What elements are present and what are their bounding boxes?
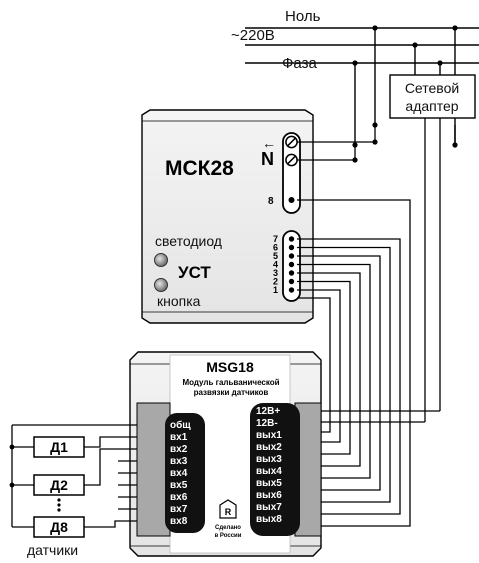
led-label: светодиод (155, 233, 222, 249)
pin-label: 7 (273, 234, 278, 244)
sensor-bus-junctions (9, 444, 15, 488)
input-terminal-labels: общ вх1 вх2 вх3 вх4 вх5 вх6 вх7 вх8 (170, 419, 191, 527)
setup-button-icon (154, 278, 168, 292)
terminal-label-out: вых4 (256, 466, 282, 477)
terminal-label-in: вх8 (170, 516, 188, 527)
pin-label: 6 (273, 243, 278, 253)
n-terminal-label: N (261, 149, 274, 169)
terminal-label-in: вх1 (170, 432, 188, 443)
sensor-boxes (33, 436, 85, 538)
sensor-label: Д8 (50, 519, 68, 535)
pin-label: 5 (273, 251, 278, 261)
power-adapter-box (389, 74, 476, 119)
terminal-label-in: вх3 (170, 456, 188, 467)
n-terminal-block (282, 132, 301, 214)
button-label: кнопка (157, 293, 201, 309)
terminal-label-out: вых1 (256, 430, 282, 441)
sensors-caption: датчики (27, 542, 78, 558)
pin-number-labels: 7 6 5 4 3 2 1 (273, 234, 278, 295)
sensor-d2-box (33, 474, 85, 496)
neutral-label: Ноль (285, 8, 321, 25)
terminal-label-out: вых3 (256, 454, 282, 465)
arrow-icon: ← (262, 135, 276, 151)
pin-label: 2 (273, 277, 278, 287)
terminal-label-common: общ (170, 419, 191, 431)
sensor-label: Д2 (50, 477, 68, 493)
msg18-subtitle-line1: Модуль гальванической (182, 378, 279, 387)
msg18-subtitle-line2: развязки датчиков (194, 388, 269, 397)
phase-label: Фаза (282, 55, 317, 72)
terminal-label-in: вх6 (170, 492, 188, 503)
terminal-label-out: вых8 (256, 514, 282, 525)
sensor-wiring (11, 424, 137, 528)
pin8-label: 8 (268, 196, 274, 207)
msg18-title: MSG18 (206, 359, 254, 375)
pin-label: 4 (273, 260, 278, 270)
terminal-label-in: вх2 (170, 444, 188, 455)
voltage-label: ~220В (231, 27, 275, 44)
sensor-d8-box (33, 516, 85, 538)
adapter-label-line2: адаптер (405, 98, 458, 114)
pin-label: 3 (273, 268, 278, 278)
terminal-label-out: вых2 (256, 442, 282, 453)
wires-msk-to-msg (297, 118, 441, 527)
terminal-label-in: вх4 (170, 468, 188, 479)
svg-text:R: R (225, 507, 232, 517)
terminal-label-12v-plus: 12В+ (256, 406, 280, 417)
terminal-label-in: вх7 (170, 504, 188, 515)
pin-dots (288, 236, 295, 293)
logo-text-line2: в России (215, 533, 242, 539)
msg18-module (129, 351, 322, 557)
msk28-title: МСК28 (165, 157, 234, 180)
sensor-label: Д1 (50, 439, 68, 455)
wire-junctions (352, 139, 378, 163)
adapter-label-line1: Сетевой (405, 80, 459, 96)
ust-label: УСТ (178, 263, 211, 282)
msk28-module (141, 109, 314, 324)
sensor-d1-box (33, 436, 85, 458)
terminal-label-in: вх5 (170, 480, 188, 491)
terminal-label-out: вых5 (256, 478, 282, 489)
ellipsis-dots-icon (57, 498, 61, 512)
terminal-label-out: вых7 (256, 502, 282, 513)
led-indicator-icon (154, 253, 168, 267)
output-terminal-labels: 12В+ 12В- вых1 вых2 вых3 вых4 вых5 вых6 … (256, 406, 282, 525)
terminal-label-12v-minus: 12В- (256, 418, 278, 429)
terminal-label-out: вых6 (256, 490, 282, 501)
logo-text-line1: Сделано (215, 525, 241, 531)
pin-label: 1 (273, 285, 278, 295)
made-in-russia-logo-icon: R (219, 499, 237, 519)
